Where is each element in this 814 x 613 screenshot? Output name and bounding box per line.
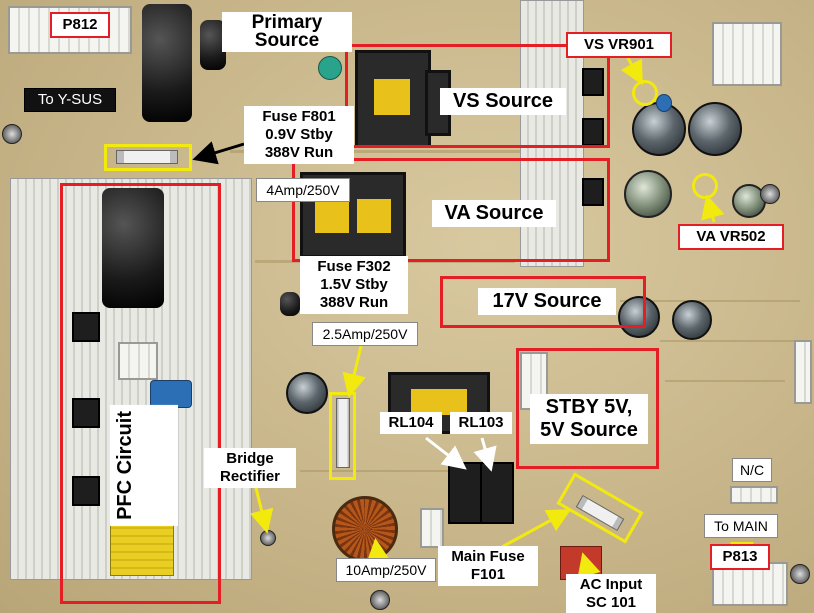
fuse-f302-body [336,398,350,468]
pcb-trace [230,150,560,153]
label-p812: P812 [50,12,110,38]
label-ac-input: AC Input SC 101 [566,574,656,613]
vs-source-box [345,44,610,148]
label-primary-source: Primary Source [222,12,352,52]
label-vs-source: VS Source [440,88,566,115]
pfc-circuit-box [60,183,221,604]
fuse-f801-line2: 0.9V Stby [265,126,333,143]
main-fuse-line1: Main Fuse [451,548,525,565]
bridge-line2: Rectifier [219,468,281,485]
main-fuse-line2: F101 [470,566,506,583]
label-main-fuse: Main Fuse F101 [438,546,538,586]
arrow-ac-input [577,552,601,579]
transistor [582,68,604,96]
arrow-rl103 [473,437,497,472]
green-cap [318,56,342,80]
mounting-screw [760,184,780,204]
arrow-rl104 [425,436,467,470]
label-to-main: To MAIN [704,514,778,538]
fuse-f302-line1: Fuse F302 [317,258,391,275]
fuse-f801-line3: 388V Run [264,144,334,161]
label-rl103: RL103 [450,412,512,434]
ac-input-line2: SC 101 [585,594,637,611]
label-fuse-f801: Fuse F801 0.9V Stby 388V Run [244,106,354,164]
fuse-f302-line3: 388V Run [319,294,389,311]
label-to-ysus: To Y-SUS [24,88,116,112]
stby-source-box [516,348,659,469]
capacitor [618,296,660,338]
transistor [582,178,604,206]
vs-vr901-highlight [632,80,658,106]
component-white [420,508,444,548]
bridge-line1: Bridge [226,450,274,467]
mounting-screw [2,124,22,144]
transistor [72,476,100,506]
capacitor [688,102,742,156]
label-p813: P813 [710,544,770,570]
pcb-trace [665,380,785,382]
capacitor [286,372,328,414]
arrow-bridge [249,487,274,534]
primary-source-line2: Source [254,30,320,51]
label-fuse-f302: Fuse F302 1.5V Stby 388V Run [300,256,408,314]
capacitor [632,102,686,156]
capacitor [142,4,192,122]
mounting-screw [370,590,390,610]
arrow-f302 [342,341,366,398]
transistor [72,312,100,342]
pfc-circuit-line1: PFC [114,479,136,520]
arrow-f101-rating [366,538,391,564]
fuse-f302-highlight [329,392,356,480]
capacitor [672,300,712,340]
capacitor [624,170,672,218]
label-sticker [794,340,812,404]
mounting-screw [790,564,810,584]
arrow-f801 [192,141,245,165]
capacitor [280,292,300,316]
label-va-source: VA Source [432,200,556,227]
component-white [118,342,158,380]
label-vs-vr901: VS VR901 [566,32,672,58]
pfc-circuit-line2: Circuit [114,411,136,475]
capacitor [200,20,226,70]
label-stby-source: STBY 5V, 5V Source [530,394,648,444]
arrow-vr502 [701,194,725,223]
fuse-f801-body [116,150,178,164]
label-va-vr502: VA VR502 [678,224,784,250]
fuse-f801-highlight [104,144,192,171]
arrow-main-fuse [499,509,572,550]
label-f801-rating: 4Amp/250V [256,178,350,202]
component-white [712,22,782,86]
connector-nc [730,486,778,504]
fuse-f302-line2: 1.5V Stby [320,276,388,293]
label-17v-source: 17V Source [478,288,616,315]
relay-rl103 [480,462,514,524]
label-bridge-rectifier: Bridge Rectifier [204,448,296,488]
pcb-trace [660,340,800,342]
pcb-trace [300,470,500,472]
primary-source-line1: Primary [251,12,323,33]
transistor [72,398,100,428]
label-f302-rating: 2.5Amp/250V [312,322,418,346]
label-f101-rating: 10Amp/250V [336,558,436,582]
label-rl104: RL104 [380,412,442,434]
fuse-f801-line1: Fuse F801 [262,108,336,125]
capacitor [102,188,164,308]
capacitor [656,94,672,112]
pcb-trace [620,300,800,302]
17v-source-box [440,276,646,328]
va-source-box [292,158,610,262]
ac-input-line1: AC Input [579,576,643,593]
label-nc: N/C [732,458,772,482]
stby-line2: 5V Source [540,419,638,441]
arrow-vr901 [620,57,643,86]
label-pfc-circuit: PFC Circuit [110,405,178,526]
stby-line1: STBY 5V, [545,396,633,418]
